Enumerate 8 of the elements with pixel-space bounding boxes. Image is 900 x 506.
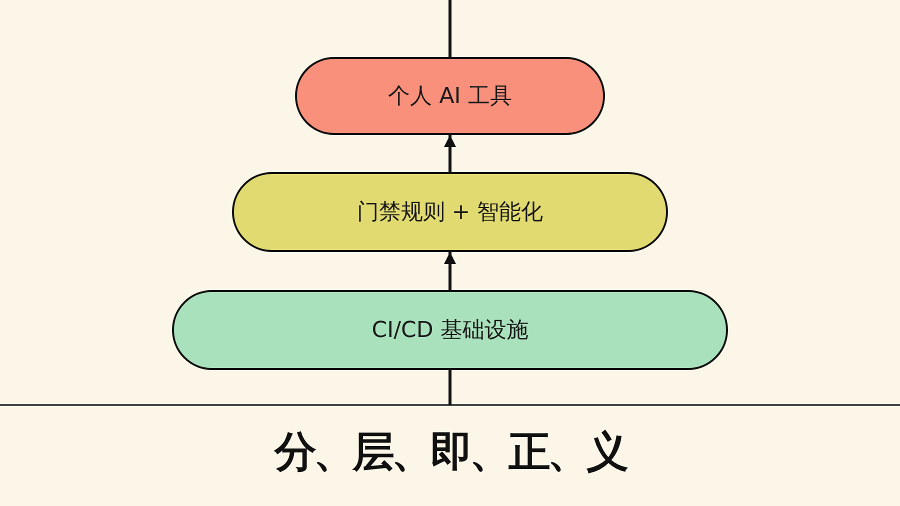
layer-label: 个人 AI 工具 [388,83,512,111]
layer-label: CI/CD 基础设施 [372,317,528,345]
layer-label: 门禁规则 + 智能化 [356,199,544,227]
arrow [444,135,456,172]
title: 分、层、即、正、义 [274,427,626,476]
connector-line [448,0,452,57]
connector-line [448,370,452,405]
arrow [444,252,456,290]
